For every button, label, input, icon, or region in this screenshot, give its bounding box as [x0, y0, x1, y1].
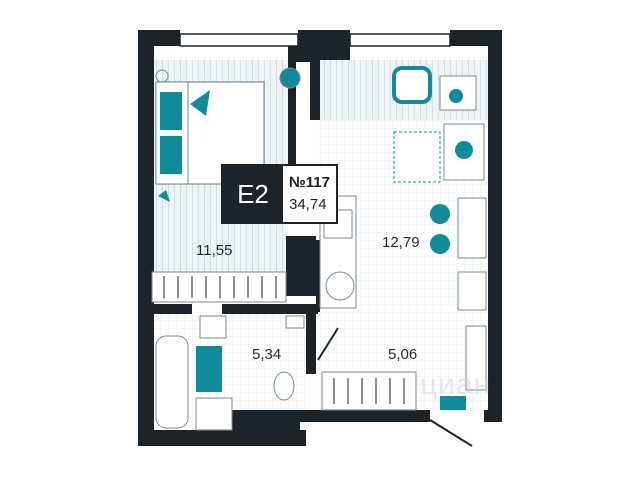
kitchen-area-label: 12,79: [382, 234, 420, 251]
bath-mat: [196, 346, 222, 392]
towel-rail: [285, 315, 305, 329]
rug: [393, 131, 441, 183]
bathroom-area-label: 5,34: [252, 346, 282, 363]
plant-icon: [279, 67, 301, 89]
windows: [179, 33, 451, 47]
walls: [138, 30, 502, 446]
dining-chair-2: [430, 234, 450, 254]
hallway-hangers: [333, 378, 405, 404]
unit-badge: E2 №117 34,74: [221, 164, 338, 224]
bathtub: [155, 335, 189, 429]
entrance-mat: [440, 396, 466, 410]
fridge: [457, 271, 487, 311]
unit-total-area: 34,74: [289, 196, 327, 213]
toilet-icon: [273, 371, 295, 401]
nightstand-icon: [155, 69, 169, 83]
shoe-rack: [465, 325, 487, 391]
lamp-icon: [449, 89, 463, 103]
watermark: циан: [420, 368, 492, 401]
wardrobe-hangers: [163, 276, 277, 298]
stove-icon: [323, 209, 353, 239]
chair-icon: [455, 141, 473, 159]
fan-icon: [158, 190, 170, 202]
unit-code: E2: [223, 166, 283, 222]
bedroom-area-label: 11,55: [196, 242, 233, 259]
hallway-wardrobe: [321, 371, 417, 411]
bathroom-door: [317, 327, 339, 361]
washing-machine: [195, 397, 233, 431]
sink-icon: [325, 271, 355, 301]
wardrobe: [151, 271, 287, 303]
dining-chair-1: [430, 204, 450, 224]
unit-number: №117: [289, 174, 330, 191]
hallway-area-label: 5,06: [388, 346, 418, 363]
dining-table: [457, 197, 487, 259]
washbasin: [199, 315, 227, 339]
entrance-door: [429, 419, 473, 447]
armchair: [392, 66, 432, 104]
